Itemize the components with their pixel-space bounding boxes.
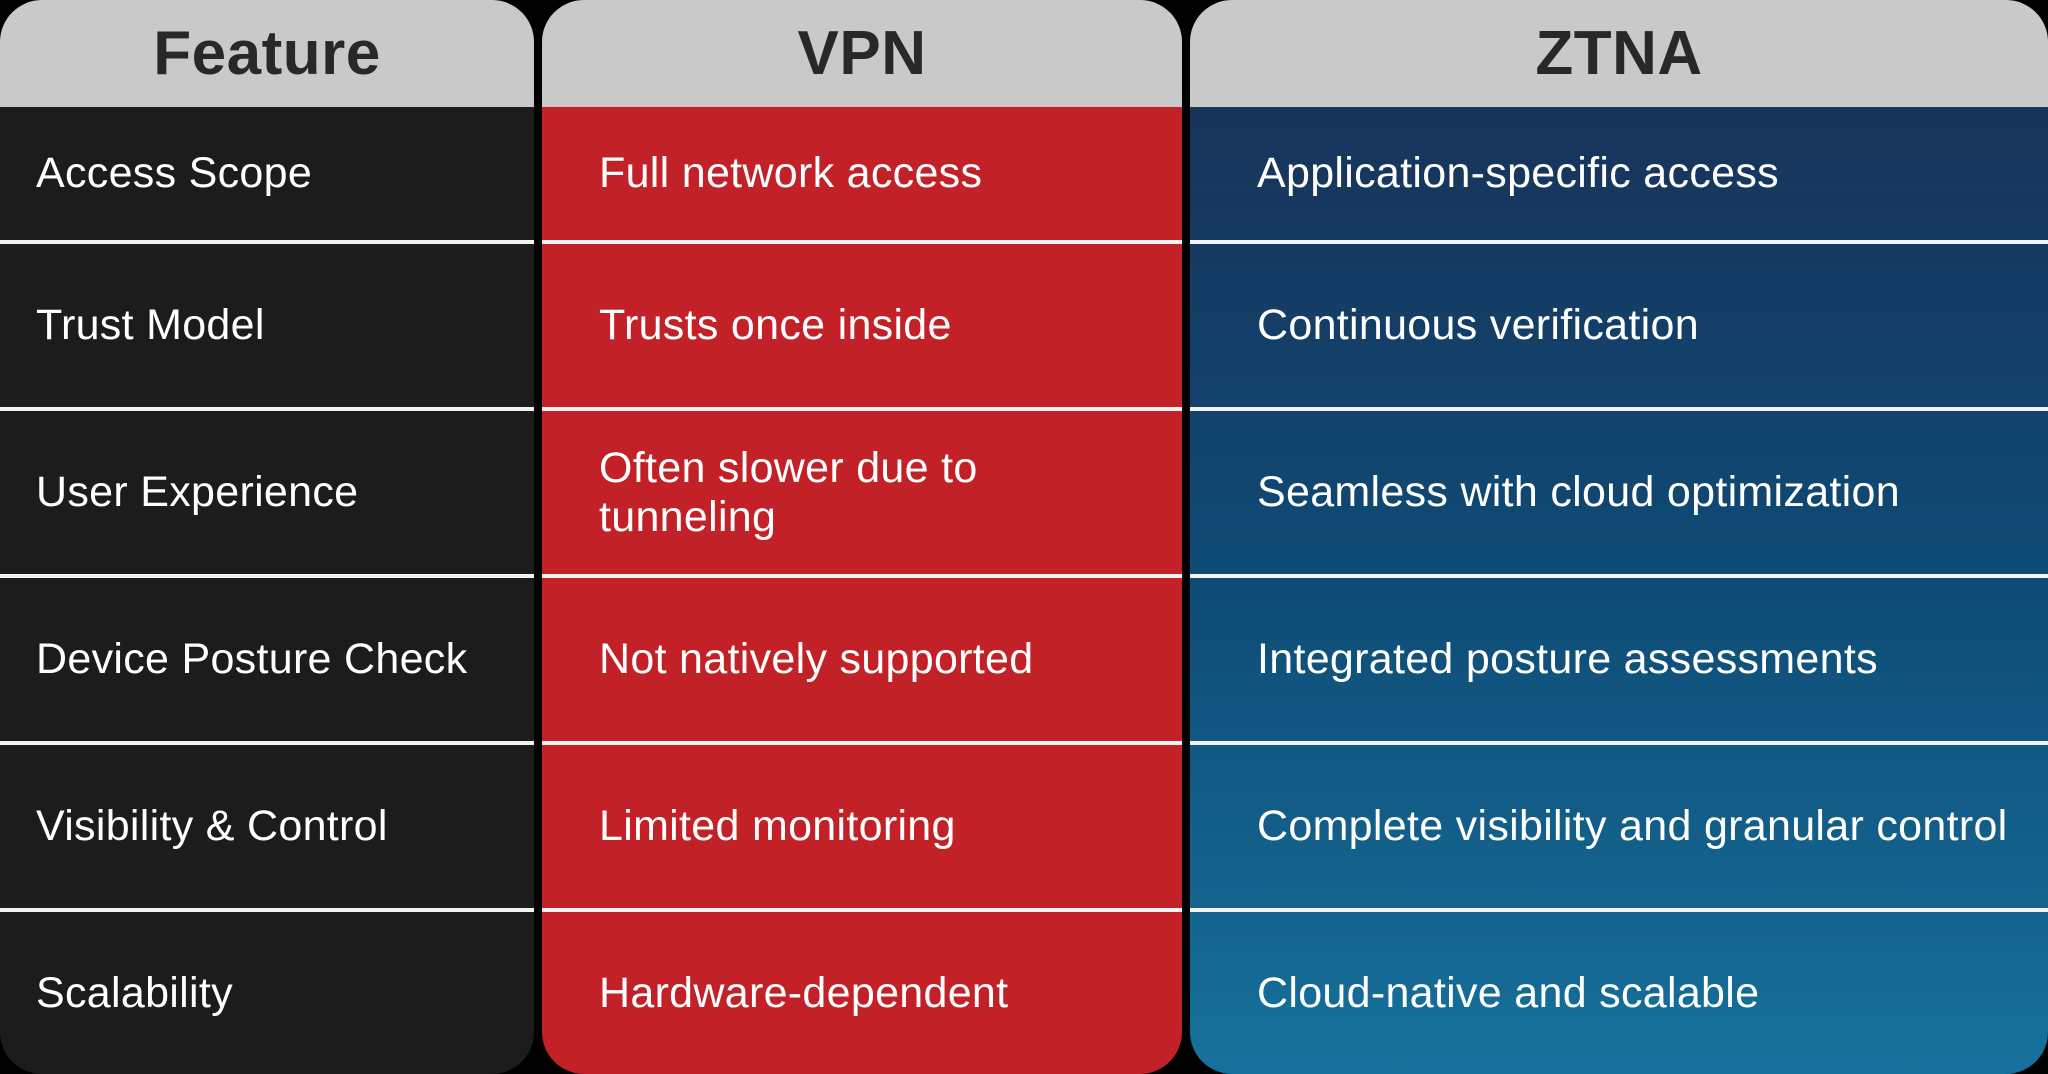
- cell-label: Application-specific access: [1257, 149, 1779, 197]
- table-cell-feature-access-scope: Access Scope: [0, 107, 534, 240]
- table-cell-ztna-access-scope: Application-specific access: [1190, 107, 2048, 240]
- cell-label: Cloud-native and scalable: [1257, 968, 1760, 1017]
- cell-label: Hardware-dependent: [599, 968, 1009, 1017]
- table-cell-feature-user-experience: User Experience: [0, 407, 534, 574]
- cell-label: Trusts once inside: [599, 301, 952, 349]
- cell-label: Trust Model: [36, 301, 265, 349]
- cell-label: User Experience: [36, 468, 359, 516]
- vpn-column-header: VPN: [542, 0, 1182, 107]
- cell-label: Access Scope: [36, 149, 313, 197]
- table-cell-ztna-visibility: Complete visibility and granular control: [1190, 741, 2048, 908]
- cell-label: Often slower due to tunneling: [599, 443, 978, 541]
- table-cell-feature-scalability: Scalability: [0, 908, 534, 1074]
- ztna-column: ZTNA Application-specific access Continu…: [1190, 0, 2048, 1074]
- table-cell-feature-visibility: Visibility & Control: [0, 741, 534, 908]
- ztna-column-header: ZTNA: [1190, 0, 2048, 107]
- vpn-header-label: VPN: [797, 19, 927, 88]
- table-cell-ztna-device-posture: Integrated posture assessments: [1190, 574, 2048, 741]
- cell-label: Full network access: [599, 149, 983, 197]
- table-cell-vpn-visibility: Limited monitoring: [542, 741, 1182, 908]
- table-cell-ztna-trust-model: Continuous verification: [1190, 240, 2048, 407]
- table-cell-vpn-user-experience: Often slower due to tunneling: [542, 407, 1182, 574]
- vpn-column: VPN Full network access Trusts once insi…: [542, 0, 1182, 1074]
- table-cell-vpn-device-posture: Not natively supported: [542, 574, 1182, 741]
- table-cell-feature-trust-model: Trust Model: [0, 240, 534, 407]
- table-cell-vpn-trust-model: Trusts once inside: [542, 240, 1182, 407]
- cell-label: Visibility & Control: [36, 802, 388, 850]
- cell-label: Continuous verification: [1257, 301, 1699, 349]
- cell-label: Device Posture Check: [36, 635, 468, 683]
- table-cell-vpn-access-scope: Full network access: [542, 107, 1182, 240]
- feature-column: Feature Access Scope Trust Model User Ex…: [0, 0, 534, 1074]
- feature-column-header: Feature: [0, 0, 534, 107]
- table-cell-feature-device-posture: Device Posture Check: [0, 574, 534, 741]
- table-cell-ztna-scalability: Cloud-native and scalable: [1190, 908, 2048, 1074]
- cell-label: Integrated posture assessments: [1257, 635, 1878, 683]
- cell-label: Limited monitoring: [599, 802, 956, 850]
- cell-label: Scalability: [36, 968, 233, 1017]
- feature-header-label: Feature: [153, 19, 381, 88]
- table-cell-ztna-user-experience: Seamless with cloud optimization: [1190, 407, 2048, 574]
- ztna-header-label: ZTNA: [1535, 19, 1703, 88]
- cell-label: Not natively supported: [599, 635, 1034, 683]
- cell-label: Complete visibility and granular control: [1257, 802, 2008, 850]
- cell-label: Seamless with cloud optimization: [1257, 468, 1900, 516]
- table-cell-vpn-scalability: Hardware-dependent: [542, 908, 1182, 1074]
